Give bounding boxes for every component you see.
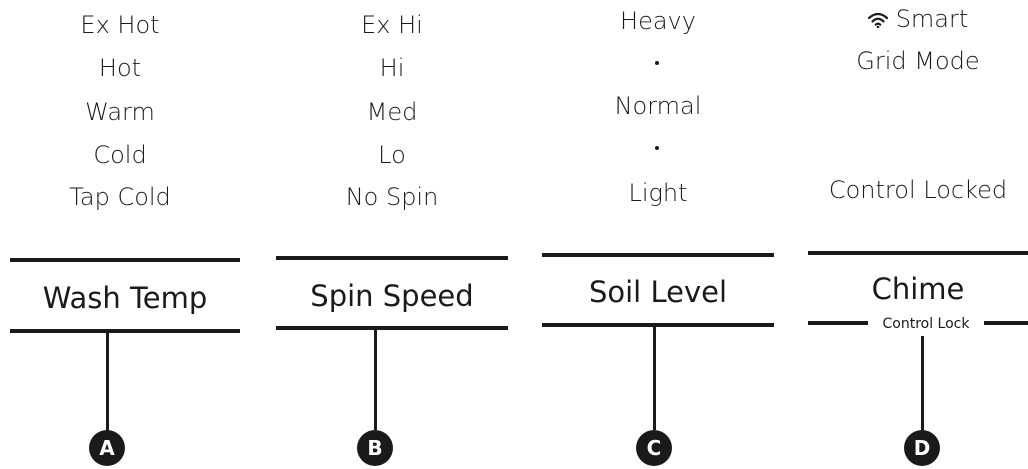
level-dot	[655, 61, 659, 65]
top-rule	[808, 251, 1028, 255]
bottom-rule-left	[808, 321, 868, 325]
option-cold: Cold	[93, 141, 147, 169]
option-hot: Hot	[98, 54, 142, 82]
soil-level-panel: Heavy Normal Light Soil Level C	[542, 0, 774, 469]
level-dot	[655, 146, 659, 150]
top-rule	[276, 256, 508, 260]
option-no-spin: No Spin	[345, 183, 439, 211]
wifi-icon	[867, 12, 888, 28]
spin-speed-panel: Ex Hi Hi Med Lo No Spin Spin Speed B	[276, 0, 508, 469]
top-rule	[10, 258, 240, 262]
smart-label: Smart	[895, 5, 969, 33]
option-hi: Hi	[379, 54, 405, 82]
option-normal: Normal	[614, 92, 702, 120]
bottom-rule-right	[984, 321, 1028, 325]
option-lo: Lo	[378, 141, 406, 169]
callout-line	[921, 336, 924, 431]
control-lock-label: Control Lock	[882, 316, 970, 332]
callout-marker-c: C	[636, 430, 672, 466]
callout-marker-a: A	[89, 430, 125, 466]
option-warm: Warm	[85, 98, 155, 126]
wash-temp-panel: Ex Hot Hot Warm Cold Tap Cold Wash Temp …	[0, 0, 240, 469]
option-tap-cold: Tap Cold	[69, 183, 171, 211]
option-grid-mode: Grid Mode	[856, 47, 980, 75]
top-rule	[542, 253, 774, 257]
option-light: Light	[628, 179, 688, 207]
smart-grid-label: Smart	[808, 4, 1028, 34]
option-heavy: Heavy	[620, 7, 696, 35]
callout-line	[653, 327, 656, 430]
bottom-rule	[10, 329, 240, 333]
bottom-rule	[276, 326, 508, 330]
option-med: Med	[366, 98, 418, 126]
callout-marker-d: D	[904, 430, 940, 466]
bottom-rule	[542, 323, 774, 327]
option-ex-hot: Ex Hot	[80, 11, 160, 39]
spin-speed-button[interactable]: Spin Speed	[310, 279, 474, 313]
callout-line	[106, 333, 109, 433]
chime-button[interactable]: Chime	[871, 272, 965, 306]
soil-level-button[interactable]: Soil Level	[588, 275, 728, 309]
wash-temp-button[interactable]: Wash Temp	[42, 281, 208, 315]
option-ex-hi: Ex Hi	[361, 11, 423, 39]
chime-panel: Smart Grid Mode Control Locked Chime Con…	[808, 0, 1028, 469]
callout-marker-b: B	[357, 430, 393, 466]
callout-line	[374, 330, 377, 430]
option-control-locked: Control Locked	[828, 176, 1008, 204]
